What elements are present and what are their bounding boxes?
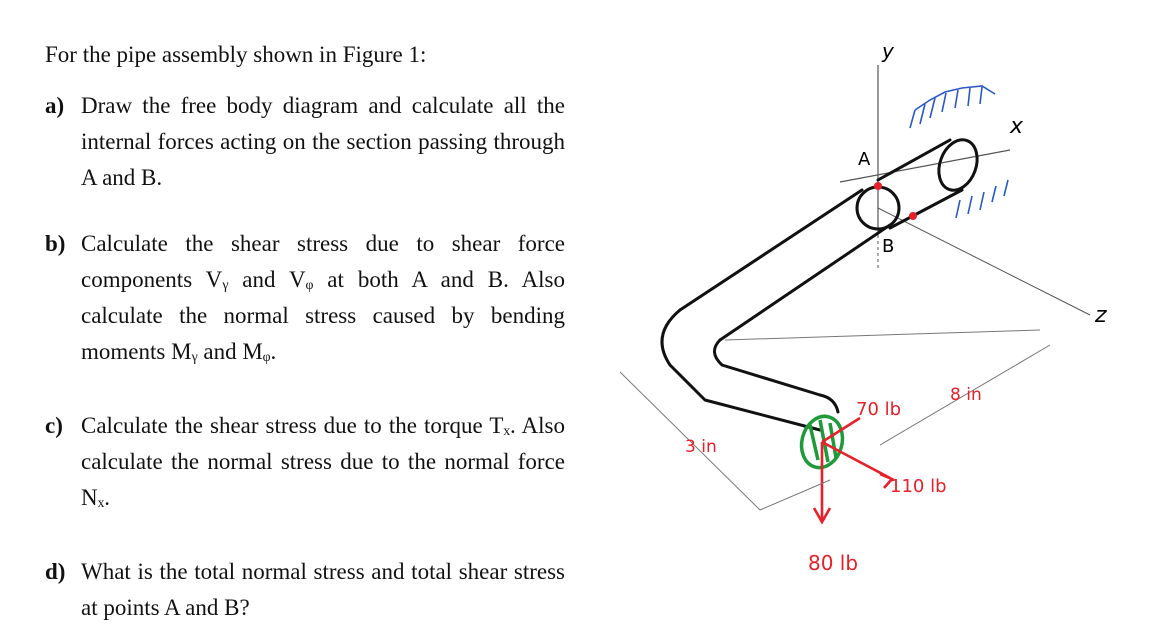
question-letter: c): [45, 413, 63, 438]
question-text: Draw the free body diagram and calculate…: [81, 93, 565, 190]
question-letter: b): [45, 231, 66, 256]
force-110-label: 110 lb: [890, 476, 947, 497]
question-letter: a): [45, 93, 65, 118]
applied-forces: [812, 416, 895, 525]
z-axis-label: z: [1094, 303, 1107, 328]
question-d: d) What is the total normal stress and t…: [45, 554, 565, 626]
force-80-label: 80 lb: [808, 551, 858, 575]
dimension-lines: [619, 329, 1051, 511]
pipe-assembly-figure: y x z A B: [619, 39, 1107, 575]
dim-3in-label: 3 in: [685, 437, 717, 457]
dim-8in-label: 8 in: [950, 385, 982, 405]
end-cap-green: [799, 414, 845, 470]
point-b-label: B: [882, 236, 894, 257]
force-70-label: 70 lb: [856, 399, 901, 420]
x-axis-label: x: [1009, 114, 1024, 139]
x-axis-line: [839, 149, 1011, 183]
point-a-marker: [874, 182, 882, 190]
point-b-marker: [909, 212, 917, 220]
question-text: Calculate the shear stress due to the to…: [81, 413, 565, 510]
pipe-outline: [660, 138, 979, 432]
question-text: What is the total normal stress and tota…: [81, 559, 565, 620]
question-text: Calculate the shear stress due to shear …: [81, 231, 565, 364]
question-a: a) Draw the free body diagram and calcul…: [45, 88, 565, 196]
intro-text: For the pipe assembly shown in Figure 1:: [45, 42, 427, 67]
question-b: b) Calculate the shear stress due to she…: [45, 226, 565, 370]
point-a-label: A: [858, 149, 871, 170]
z-axis-line: [877, 207, 1091, 316]
question-c: c) Calculate the shear stress due to the…: [45, 408, 565, 516]
wall-support-hatching: [909, 85, 1009, 219]
y-axis-label: y: [881, 39, 895, 63]
problem-text: For the pipe assembly shown in Figure 1:…: [45, 40, 565, 626]
question-letter: d): [45, 559, 66, 584]
